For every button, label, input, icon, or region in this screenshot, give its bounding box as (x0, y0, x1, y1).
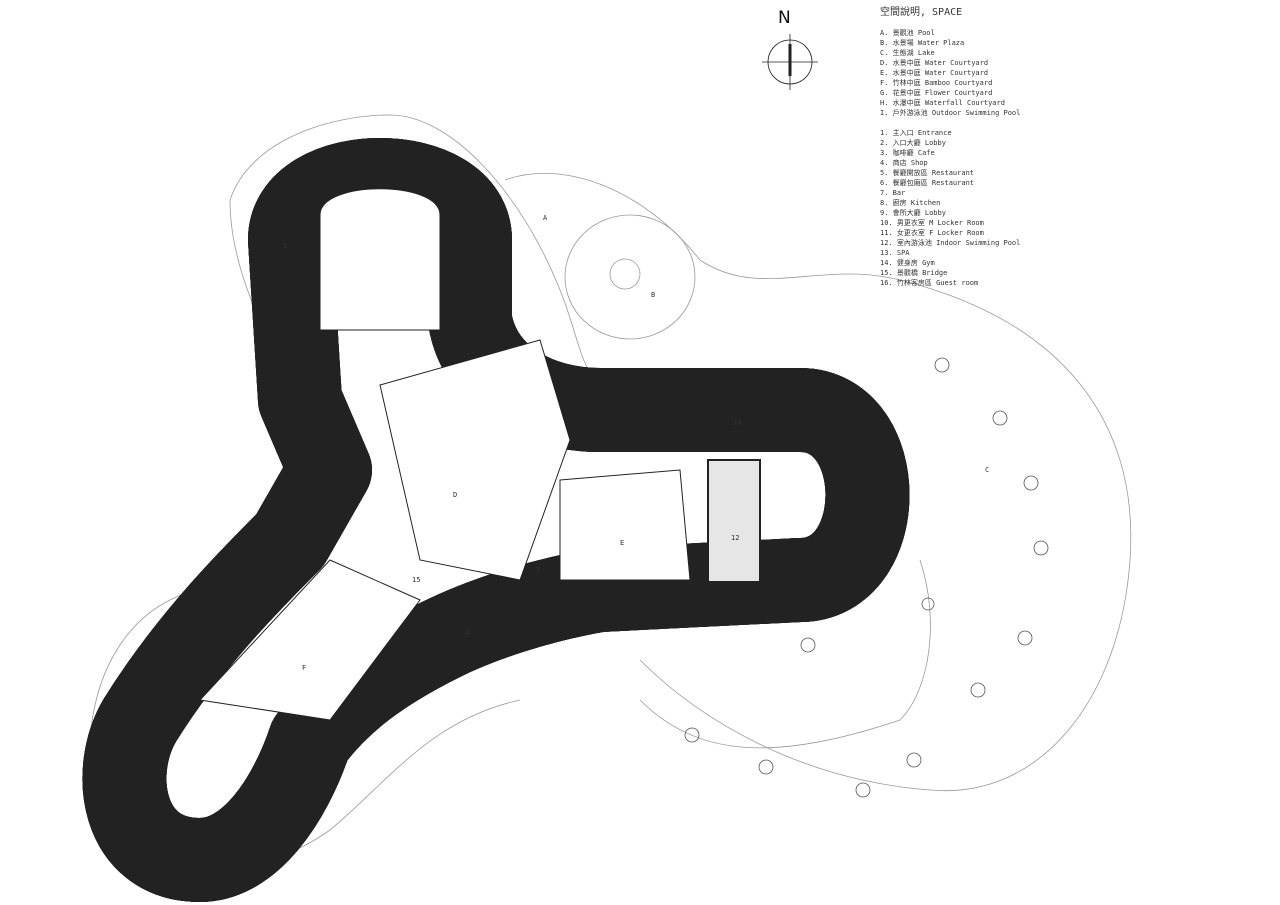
space-legend: 空間說明, SPACE A. 景觀池 Pool B. 水景場 Water Pla… (880, 8, 1020, 298)
legend-item: F. 竹林中庭 Bamboo Courtyard (880, 79, 993, 87)
legend-item: A. 景觀池 Pool (880, 29, 935, 37)
label-12: 12 (731, 534, 739, 542)
building-footprint (124, 180, 867, 902)
legend-item: B. 水景場 Water Plaza (880, 39, 965, 47)
legend-item: 5. 餐廳開放區 Restaurant (880, 169, 975, 177)
legend-item: 8. 廚房 Kitchen (880, 199, 941, 207)
indoor-pool (707, 459, 761, 583)
legend-item: I. 戶外游泳池 Outdoor Swimming Pool (880, 109, 1021, 117)
legend-item: 16. 竹林客房區 Guest room (880, 279, 979, 287)
label-14: 14 (733, 419, 741, 427)
legend-item: D. 水景中庭 Water Courtyard (880, 59, 989, 67)
north-arrow-icon (762, 34, 818, 90)
label-9: 9 (283, 242, 287, 250)
label-A: A (543, 214, 548, 222)
legend-item: C. 生態湖 Lake (880, 49, 935, 57)
label-F: F (302, 664, 306, 672)
legend-item: 7. Bar (880, 189, 906, 197)
label-B: B (651, 291, 655, 299)
label-D: D (453, 491, 457, 499)
legend-item: 3. 咖啡廳 Cafe (880, 149, 935, 157)
courtyards (198, 188, 761, 721)
legend-rooms: 1. 主入口 Entrance 2. 入口大廳 Lobby 3. 咖啡廳 Caf… (880, 128, 1020, 288)
legend-item: H. 水瀑中庭 Waterfall Courtyard (880, 99, 1005, 107)
legend-item: 13. SPA (880, 249, 910, 257)
legend-item: 11. 女更衣室 F Locker Room (880, 229, 984, 237)
legend-item: 15. 景觀橋 Bridge (880, 269, 948, 277)
legend-item: 10. 男更衣室 M Locker Room (880, 219, 984, 227)
north-arrow-label: N (778, 8, 791, 28)
legend-item: 1. 主入口 Entrance (880, 129, 952, 137)
label-E: E (620, 539, 624, 547)
tree-circles (684, 357, 1049, 798)
label-3: 3 (536, 566, 540, 574)
label-4: 4 (465, 629, 469, 637)
legend-item: 2. 入口大廳 Lobby (880, 139, 946, 147)
label-C: C (985, 466, 989, 474)
legend-item: 12. 室內游泳池 Indoor Swimming Pool (880, 239, 1021, 247)
legend-item: 9. 會所大廳 Lobby (880, 209, 946, 217)
legend-courtyards: A. 景觀池 Pool B. 水景場 Water Plaza C. 生態湖 La… (880, 28, 1020, 118)
plan-labels: A B C D E F 12 14 4 15 3 9 (283, 214, 989, 672)
label-15: 15 (412, 576, 420, 584)
legend-title: 空間說明, SPACE (880, 7, 963, 18)
legend-item: 14. 健身房 Gym (880, 259, 935, 267)
legend-item: G. 花景中庭 Flower Courtyard (880, 89, 993, 97)
legend-item: 4. 商店 Shop (880, 159, 928, 167)
legend-item: E. 水景中庭 Water Courtyard (880, 69, 989, 77)
legend-item: 6. 餐廳包廂區 Restaurant (880, 179, 975, 187)
